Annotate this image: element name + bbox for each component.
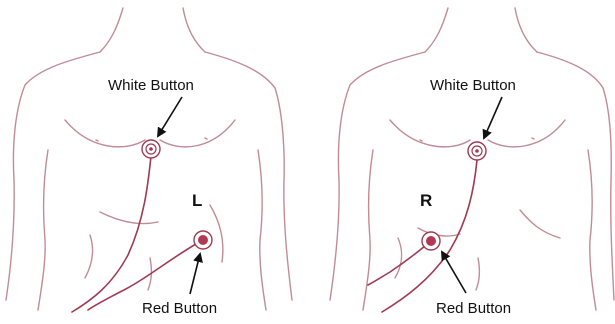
- left-red-electrode: [194, 231, 212, 249]
- right-red-arrow: [442, 252, 466, 293]
- right-white-electrode: [468, 142, 486, 160]
- right-white-arrow: [484, 97, 502, 138]
- left-side-label: L: [192, 192, 202, 209]
- right-red-button-label: Red Button: [436, 301, 511, 316]
- left-white-arrow: [158, 97, 182, 136]
- left-red-button-label: Red Button: [142, 301, 217, 316]
- right-red-electrode: [422, 232, 440, 250]
- left-white-electrode: [142, 140, 160, 158]
- left-white-button-label: White Button: [108, 78, 194, 93]
- left-lead-wires: [72, 156, 203, 312]
- right-lead-wires: [368, 160, 477, 312]
- right-side-label: R: [420, 192, 432, 209]
- left-torso-outline: [6, 8, 292, 310]
- left-red-arrow: [190, 254, 200, 294]
- left-torso-panel: [6, 8, 292, 312]
- right-white-button-label: White Button: [430, 78, 516, 93]
- right-torso-panel: [330, 8, 614, 312]
